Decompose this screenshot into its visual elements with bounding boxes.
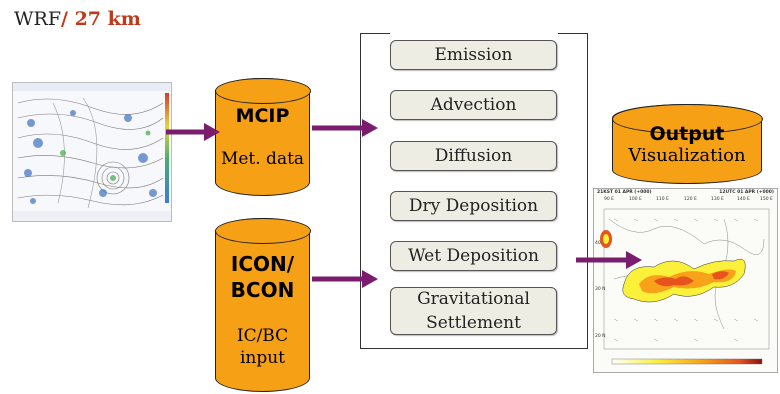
process-emission: Emission (390, 40, 557, 70)
icon-subtitle-line1: IC/BC (236, 326, 289, 346)
mcip-cylinder: MCIP Met. data (214, 77, 311, 196)
output-concentration-map: 21KST 01 APR (+000) 12UTC 01 APR (+000) … (593, 188, 778, 373)
icon-bcon-subtitle: IC/BC input (216, 325, 309, 369)
process-settlement-line2: Settlement (426, 313, 521, 333)
lat-tick-40n: 40 N (595, 241, 606, 246)
process-diffusion: Diffusion (390, 141, 557, 171)
icon-title-line1: ICON/ (230, 252, 295, 276)
process-gravitational-settlement: Gravitational Settlement (390, 287, 557, 335)
resolution-label: / 27 km (61, 8, 141, 30)
process-wet-deposition: Wet Deposition (390, 241, 557, 271)
lon-tick-90e: 90 E (604, 197, 614, 202)
icon-bcon-cylinder: ICON/ BCON IC/BC input (214, 217, 311, 392)
output-map-left-header: 21KST 01 APR (+000) (597, 190, 652, 195)
output-map-right-header: 12UTC 01 APR (+000) (719, 190, 774, 195)
wrf-map-graphic (13, 83, 171, 221)
lon-tick-140e: 140 E (737, 197, 750, 202)
output-subtitle: Visualization (628, 145, 746, 166)
icon-subtitle-line2: input (239, 348, 286, 368)
process-advection: Advection (390, 90, 557, 120)
lon-tick-130e: 130 E (711, 197, 724, 202)
diagram-title: WRF/ 27 km (14, 8, 141, 30)
lon-tick-110e: 110 E (656, 197, 669, 202)
mcip-subtitle: Met. data (220, 149, 305, 169)
process-dry-deposition: Dry Deposition (390, 191, 557, 221)
icon-bcon-title: ICON/ BCON (216, 251, 309, 303)
lon-tick-120e: 120 E (684, 197, 697, 202)
wrf-weather-map (12, 82, 172, 222)
lat-tick-30n: 30 N (595, 287, 606, 292)
model-name: WRF (14, 8, 62, 30)
cmaq-process-frame (360, 33, 588, 349)
icon-title-line2: BCON (230, 278, 295, 302)
lat-tick-20n: 20 N (595, 334, 606, 339)
lon-tick-100e: 100 E (629, 197, 642, 202)
output-cylinder: Output Visualization (611, 103, 763, 184)
process-settlement-line1: Gravitational (417, 289, 530, 309)
output-title: Output (649, 123, 725, 145)
lon-tick-150e: 150 E (760, 197, 773, 202)
output-map-graphic (600, 208, 770, 365)
mcip-title: MCIP (235, 105, 290, 127)
